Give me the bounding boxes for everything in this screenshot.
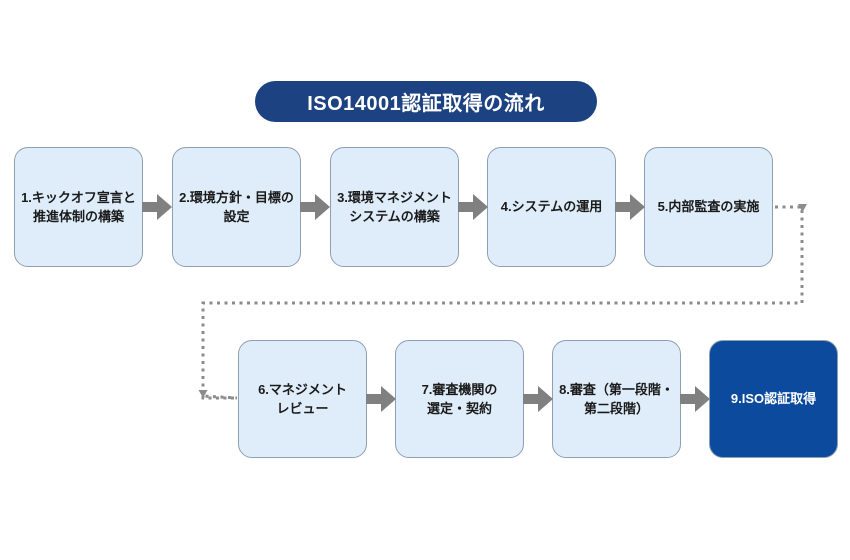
step-label-8: 8.審査（第一段階・ 第二段階） bbox=[559, 381, 674, 417]
step-box-6: 6.マネジメント レビュー bbox=[238, 340, 367, 458]
step-label-7: 7.審査機関の 選定・契約 bbox=[421, 381, 498, 417]
step-box-5: 5.内部監査の実施 bbox=[644, 147, 773, 267]
connector-corner-arrow-top bbox=[798, 204, 807, 212]
step-label-4: 4.システムの運用 bbox=[500, 199, 603, 215]
step-label-6: 6.マネジメント レビュー bbox=[258, 381, 347, 417]
arrow-icon-4-5 bbox=[615, 194, 645, 220]
step-box-8: 8.審査（第一段階・ 第二段階） bbox=[552, 340, 681, 458]
arrow-icon-7-8 bbox=[523, 386, 553, 412]
diagram-title-text: ISO14001認証取得の流れ bbox=[307, 93, 545, 115]
connector-corner-arrow-bottom bbox=[198, 390, 208, 398]
diagram-title: ISO14001認証取得の流れ bbox=[255, 81, 597, 122]
step-label-3: 3.環境マネジメント システムの構築 bbox=[337, 189, 452, 225]
arrow-icon-3-4 bbox=[458, 194, 488, 220]
arrow-icon-6-7 bbox=[366, 386, 396, 412]
step-box-7: 7.審査機関の 選定・契約 bbox=[395, 340, 524, 458]
step-label-2: 2.環境方針・目標の 設定 bbox=[179, 189, 294, 225]
step-label-5: 5.内部監査の実施 bbox=[657, 199, 760, 215]
step-box-2: 2.環境方針・目標の 設定 bbox=[172, 147, 301, 267]
arrow-icon-1-2 bbox=[142, 194, 172, 220]
step-box-9: 9.ISO認証取得 bbox=[709, 340, 838, 458]
step-box-3: 3.環境マネジメント システムの構築 bbox=[330, 147, 459, 267]
arrow-icon-2-3 bbox=[300, 194, 330, 220]
arrow-icon-8-9 bbox=[680, 386, 710, 412]
step-box-1: 1.キックオフ宣言と 推進体制の構築 bbox=[14, 147, 143, 267]
step-label-9: 9.ISO認証取得 bbox=[730, 391, 817, 407]
step-label-1: 1.キックオフ宣言と 推進体制の構築 bbox=[21, 189, 136, 225]
step-box-4: 4.システムの運用 bbox=[487, 147, 616, 267]
